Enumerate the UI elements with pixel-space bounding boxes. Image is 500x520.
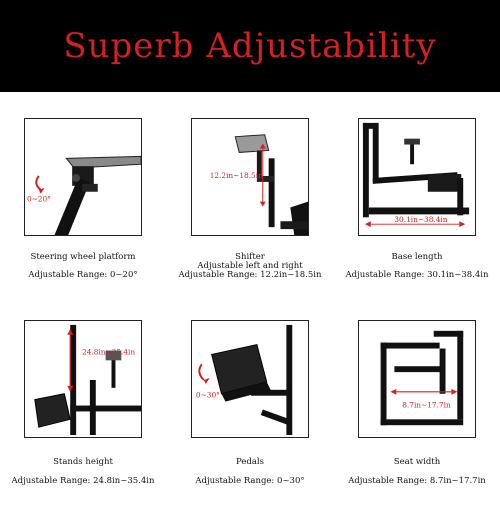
steering-platform-photo: 0~20° [24,118,142,236]
base-length-range-value: 30.1in~38.4in [427,270,489,280]
steering-platform-illustration: 0~20° [27,155,141,235]
stands-height-range: Adjustable Range: 24.8in~35.4in [0,476,166,486]
steering-platform-title: Steering wheel platform [30,252,136,262]
seat-width-range-label: Adjustable Range: [348,476,428,486]
shifter-illustration: 12.2in~18.5in [210,134,308,235]
stands-height-illustration: 24.8in~35.4in [34,324,141,436]
shifter-range-label: Adjustable Range: [178,270,258,280]
pedals-photo: 0~30° [191,320,309,438]
base-length-illustration: 30.1in~38.4in [362,122,470,228]
shifter-range-value: 12.2in~18.5in [260,270,322,280]
stands-height-range-value: 24.8in~35.4in [93,476,155,486]
stands-height-range-label: Adjustable Range: [11,476,91,486]
stands-height-photo: 24.8in~35.4in [24,320,142,438]
steering-platform-range-value: 0~20° [110,270,138,280]
seat-width-annotation: 8.7in~17.7in [402,401,451,410]
seat-width-title: Seat width [393,457,441,467]
feature-stands-height: 24.8in~35.4in Stands height Adjustable R… [0,320,166,520]
header-banner: Superb Adjustability [0,0,500,92]
base-length-range: Adjustable Range: 30.1in~38.4in [334,270,500,280]
base-length-title: Base length [391,252,443,262]
shifter-title: Shifter [235,252,265,262]
seat-width-illustration: 8.7in~17.7in [380,330,464,426]
seat-width-range: Adjustable Range: 8.7in~17.7in [334,476,500,486]
seat-width-photo: 8.7in~17.7in [358,320,476,438]
base-length-photo: 30.1in~38.4in [358,118,476,236]
steering-platform-annotation: 0~20° [27,195,51,204]
feature-steering-wheel-platform: 0~20° Steering wheel platform Adjustable… [0,118,166,318]
steering-platform-range-label: Adjustable Range: [28,270,108,280]
steering-platform-range: Adjustable Range: 0~20° [0,270,166,280]
pedals-annotation: 0~30° [196,391,220,400]
feature-base-length: 30.1in~38.4in Base length Adjustable Ran… [334,118,500,318]
shifter-range: Adjustable Range: 12.2in~18.5in [167,270,333,280]
shifter-subtitle: Adjustable left and right [197,261,303,271]
shifter-photo: 12.2in~18.5in [191,118,309,236]
pedals-illustration: 0~30° [196,324,293,436]
base-length-range-label: Adjustable Range: [345,270,425,280]
pedals-range-value: 0~30° [277,476,305,486]
pedals-range-label: Adjustable Range: [195,476,275,486]
banner-title: Superb Adjustability [63,26,437,66]
pedals-range: Adjustable Range: 0~30° [167,476,333,486]
base-length-annotation: 30.1in~38.4in [394,215,447,224]
shifter-annotation: 12.2in~18.5in [210,171,263,180]
pedals-title: Pedals [236,457,264,467]
feature-pedals: 0~30° Pedals Adjustable Range: 0~30° [167,320,333,520]
seat-width-range-value: 8.7in~17.7in [429,476,486,486]
stands-height-title: Stands height [53,457,113,467]
feature-seat-width: 8.7in~17.7in Seat width Adjustable Range… [334,320,500,520]
feature-shifter: 12.2in~18.5in Shifter Adjustable left an… [167,118,333,318]
stands-height-annotation: 24.8in~35.4in [82,347,135,356]
